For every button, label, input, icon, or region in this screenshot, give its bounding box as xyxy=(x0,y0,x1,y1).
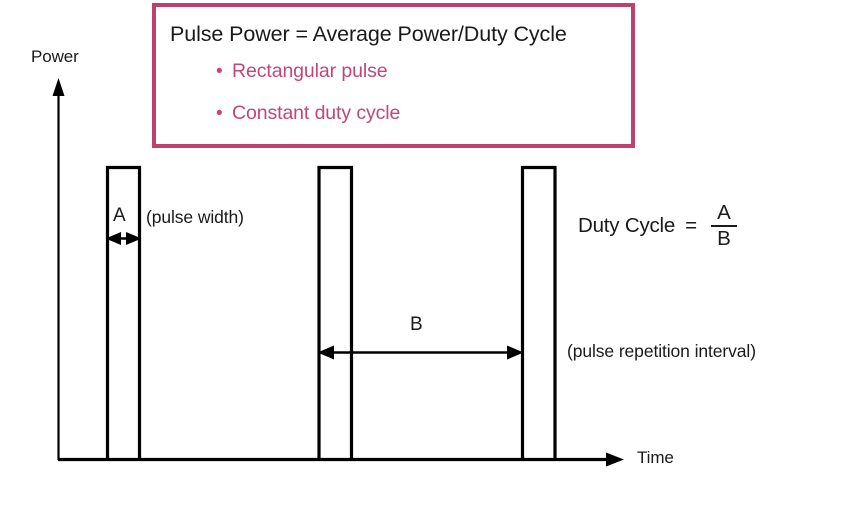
bullet-dot-icon: • xyxy=(216,103,223,124)
x-axis xyxy=(58,452,624,467)
duty-cycle-numerator: A xyxy=(717,201,731,224)
callout-title: Pulse Power = Average Power/Duty Cycle xyxy=(170,22,567,46)
callout-bullet-0-label: Rectangular pulse xyxy=(232,60,388,82)
duty-cycle-equals-sign: = xyxy=(685,214,697,238)
pulse-width-symbol-label: A xyxy=(113,205,126,226)
y-axis-label: Power xyxy=(31,47,79,66)
fraction-bar xyxy=(710,225,737,228)
pulse-rect-2 xyxy=(317,165,354,459)
pulse-rect-1 xyxy=(105,165,142,459)
duty-cycle-denominator: B xyxy=(717,227,731,251)
pulse-repetition-caption: (pulse repetition interval) xyxy=(567,341,756,361)
pulse-width-caption: (pulse width) xyxy=(146,207,244,227)
pulse-rect-3 xyxy=(520,165,557,459)
x-axis-label: Time xyxy=(637,448,674,467)
duty-cycle-formula: Duty Cycle = A B xyxy=(578,201,737,251)
duty-cycle-fraction: A B xyxy=(710,201,737,251)
callout-bullet-1: • Constant duty cycle xyxy=(216,101,400,126)
callout-bullet-0: • Rectangular pulse xyxy=(216,59,388,84)
y-axis xyxy=(52,78,65,460)
duty-cycle-formula-label: Duty Cycle xyxy=(578,214,676,238)
callout-box: Pulse Power = Average Power/Duty Cycle •… xyxy=(152,3,635,148)
pulse-width-dimension-arrow xyxy=(105,232,142,245)
callout-bullet-1-label: Constant duty cycle xyxy=(232,102,401,124)
bullet-dot-icon: • xyxy=(216,61,223,82)
pulse-repetition-symbol-label: B xyxy=(410,314,423,335)
pulse-repetition-dimension-arrow xyxy=(317,345,524,360)
